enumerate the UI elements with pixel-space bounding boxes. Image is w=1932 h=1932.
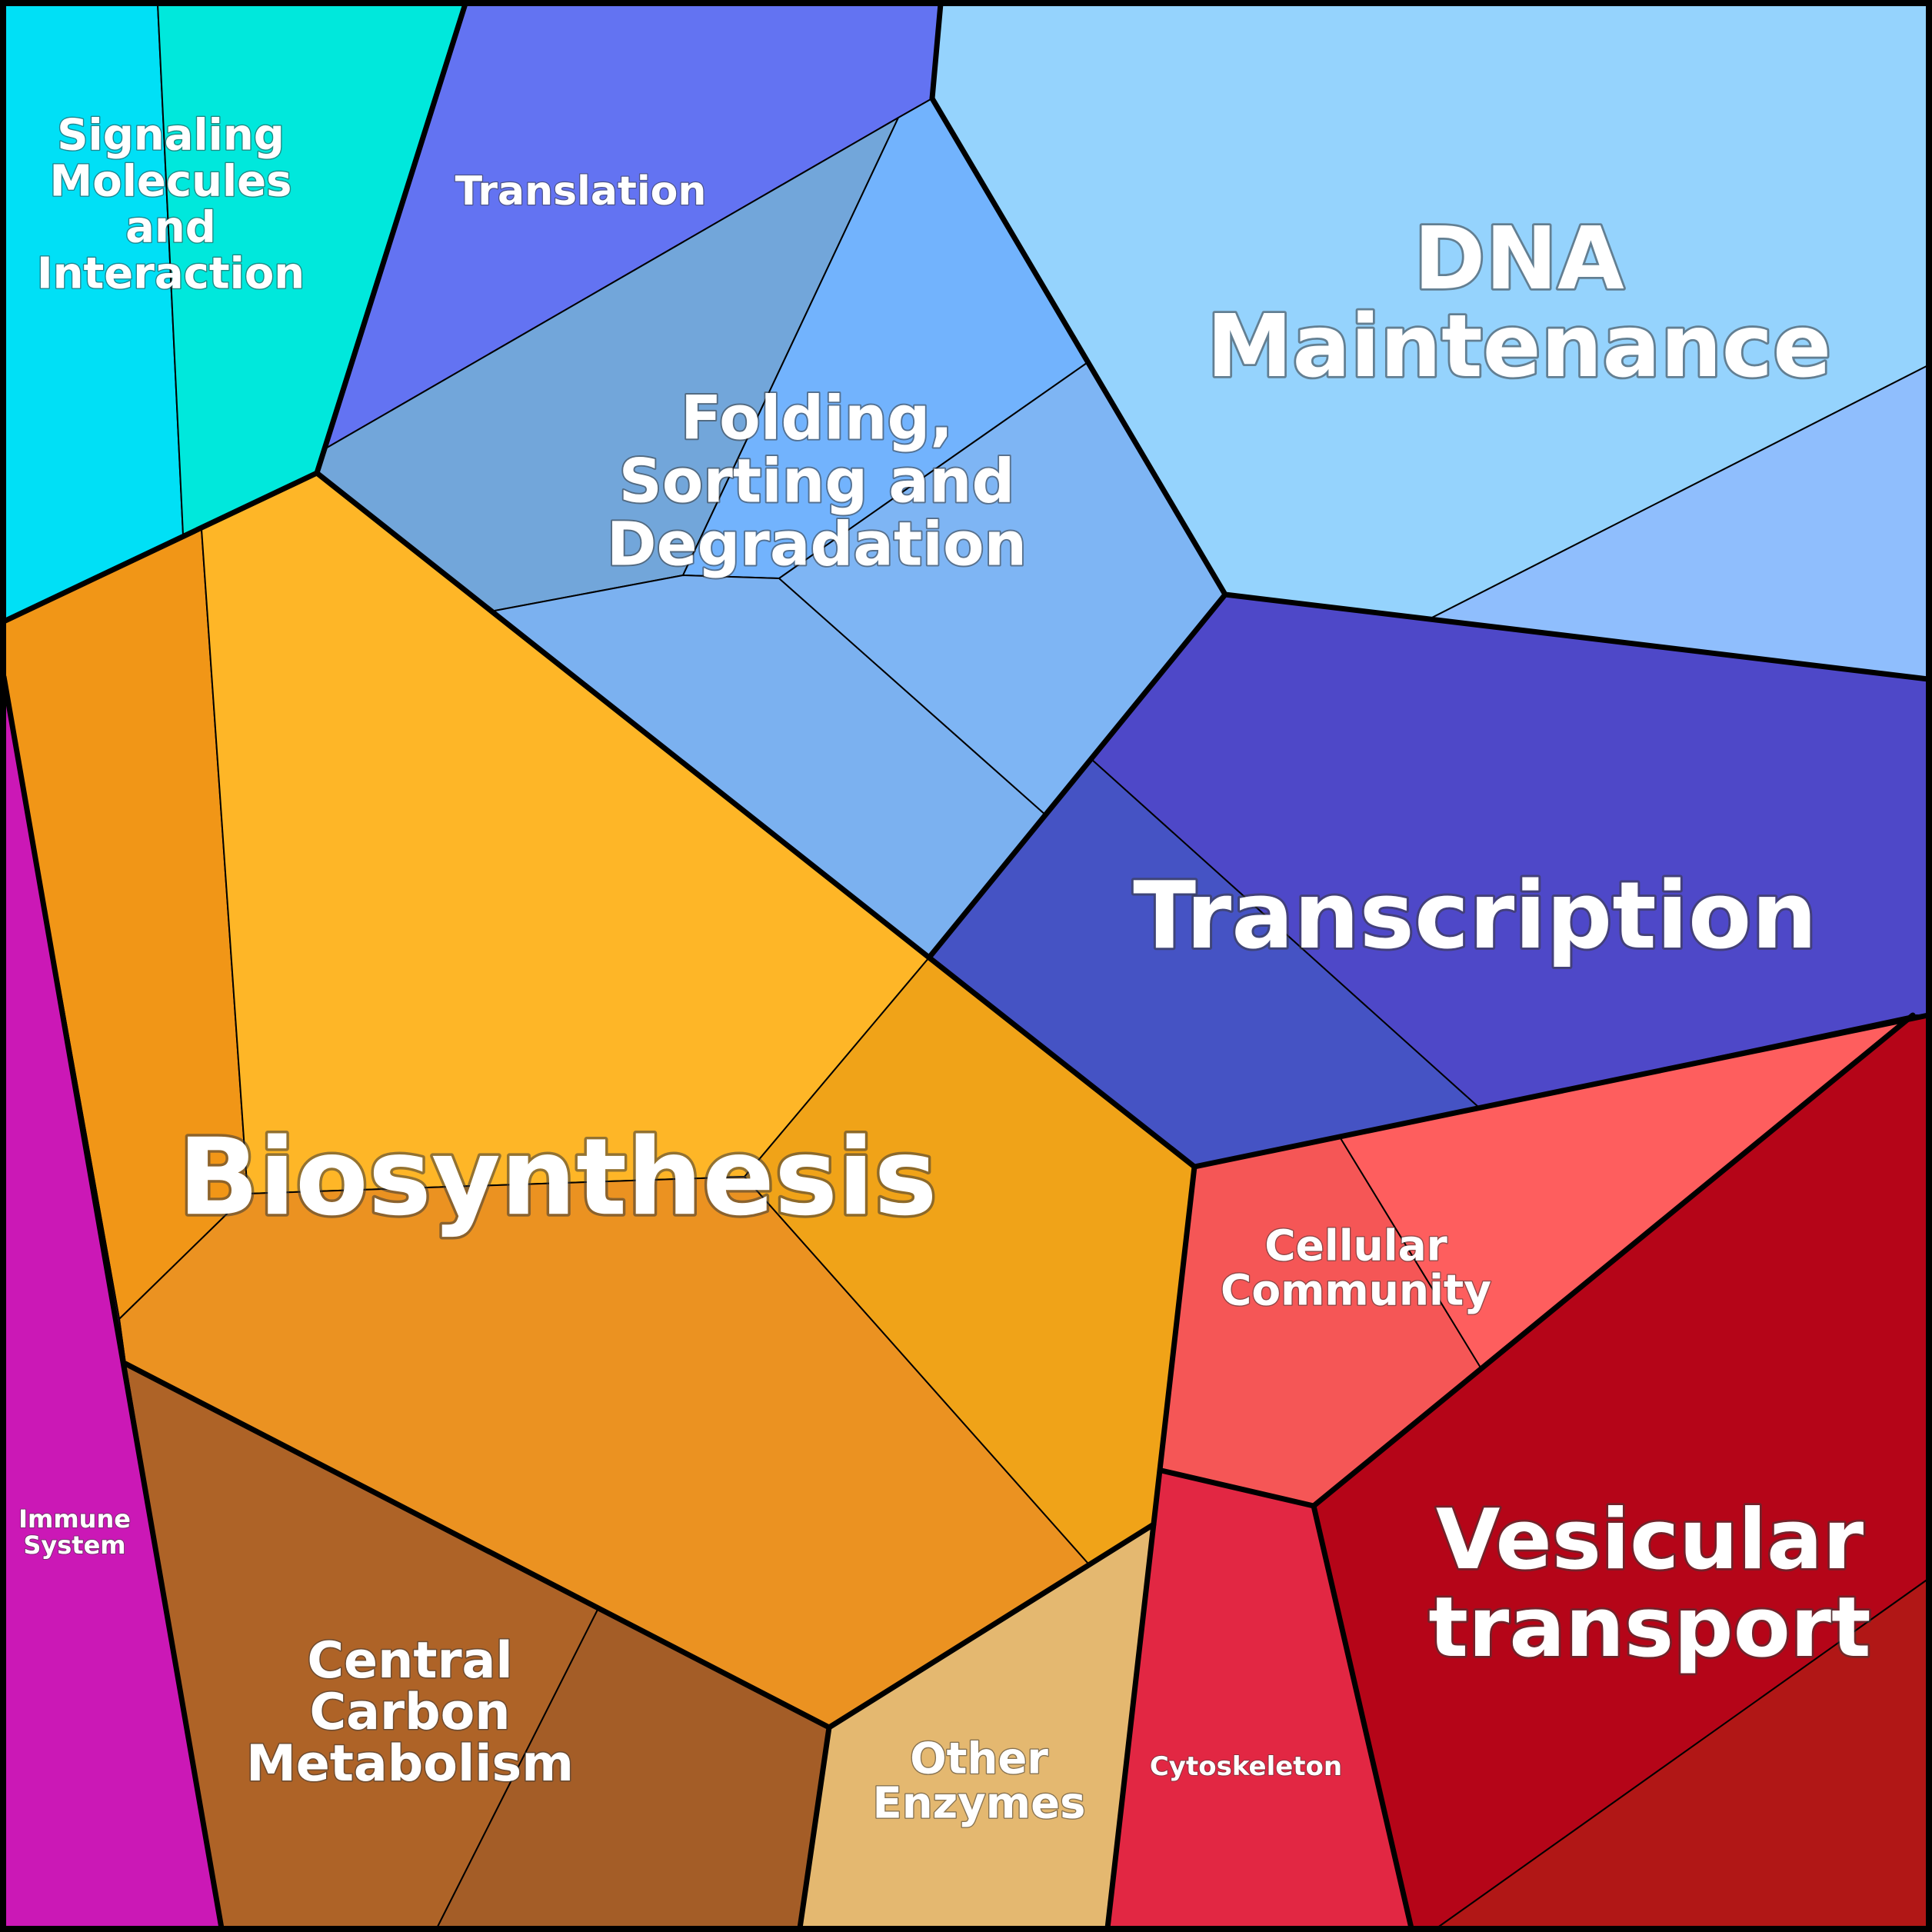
- label-enzymes-line: Other: [910, 1734, 1048, 1784]
- label-signaling-line: Signaling: [57, 111, 285, 161]
- label-folding-line: Sorting and: [619, 447, 1015, 516]
- label-carbon-line: Metabolism: [246, 1735, 574, 1793]
- label-folding-line: Folding,: [681, 384, 953, 453]
- label-vesicular-line: Vesicular: [1436, 1492, 1864, 1588]
- cell-signaling-a[interactable]: [3, 3, 184, 622]
- label-signaling-line: Interaction: [37, 249, 305, 299]
- label-immune-line: Immune: [18, 1504, 131, 1534]
- label-folding-line: Degradation: [607, 510, 1027, 579]
- label-cellular-line: Community: [1221, 1265, 1491, 1314]
- label-transcription-line: Transcription: [1133, 863, 1817, 970]
- label-cytoskeleton-line: Cytoskeleton: [1150, 1751, 1342, 1782]
- label-signaling-line: Molecules: [50, 157, 292, 207]
- label-translation-line: Translation: [455, 168, 707, 215]
- label-biosynthesis-line: Biosynthesis: [178, 1115, 937, 1239]
- label-immune-line: System: [23, 1531, 125, 1560]
- label-vesicular-line: transport: [1428, 1580, 1870, 1676]
- label-transcription: Transcription: [1133, 863, 1817, 970]
- label-carbon-line: Carbon: [309, 1684, 510, 1741]
- label-cytoskeleton: Cytoskeleton: [1150, 1751, 1342, 1782]
- label-dna-line: Maintenance: [1207, 297, 1831, 397]
- label-dna-line: DNA: [1414, 209, 1624, 309]
- label-cellular-line: Cellular: [1264, 1221, 1447, 1270]
- label-translation: Translation: [455, 168, 707, 215]
- label-signaling-line: and: [125, 203, 216, 253]
- label-enzymes-line: Enzymes: [873, 1779, 1086, 1829]
- label-carbon-line: Central: [307, 1632, 512, 1690]
- label-biosynthesis: Biosynthesis: [178, 1115, 937, 1239]
